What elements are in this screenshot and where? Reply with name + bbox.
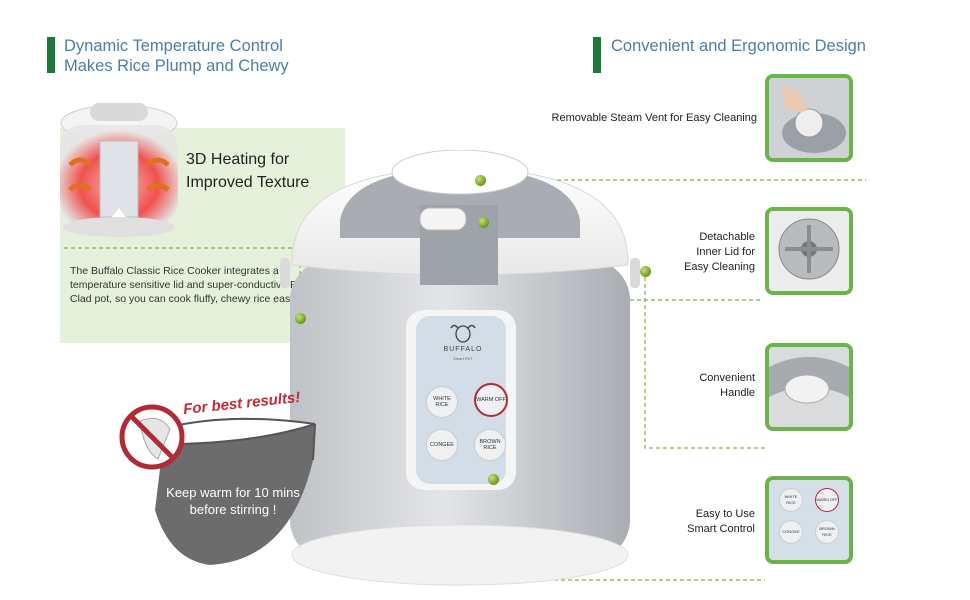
no-stir-icon [119, 404, 185, 470]
feature-title-line2: Improved Texture [186, 174, 310, 191]
feature-title-line1: 3D Heating for [186, 151, 290, 168]
buffalo-logo-icon [450, 324, 476, 343]
thumb-brown-rice: BROWN RICE [815, 520, 839, 544]
callout-steam-vent: Removable Steam Vent for Easy Cleaning [520, 111, 757, 126]
panel-brand-sub: Smart RVT [453, 356, 473, 361]
callout-inner-lid-line2: Inner Lid for [696, 246, 755, 258]
tip-line1: Keep warm for 10 mins [166, 485, 300, 500]
rice-cooker-image [280, 150, 640, 586]
brown-rice-button[interactable]: BROWN RICE [474, 429, 506, 461]
inner-pot-image [155, 417, 316, 565]
callout-inner-lid-line1: Detachable [699, 231, 755, 243]
callout-handle: Convenient Handle [660, 371, 755, 401]
feature-description: The Buffalo Classic Rice Cooker integrat… [70, 265, 323, 305]
steam-vent-thumbnail [765, 74, 853, 162]
thumb-congee: CONGEE [779, 520, 803, 544]
warm-off-button[interactable]: WARM OFF [474, 383, 508, 417]
right-heading: Convenient and Ergonomic Design [611, 37, 866, 55]
callout-steam-vent-line1: Removable Steam Vent for Easy Cleaning [551, 112, 757, 124]
left-heading-line2: Makes Rice Plump and Chewy [64, 57, 289, 75]
callout-inner-lid: Detachable Inner Lid for Easy Cleaning [660, 230, 755, 275]
feature-title: 3D Heating for Improved Texture [186, 148, 309, 194]
handle-thumbnail [765, 343, 853, 431]
callout-inner-lid-line3: Easy Cleaning [684, 261, 755, 273]
inner-lid-dot [478, 217, 489, 228]
thumb-white-rice: WHITE RICE [779, 488, 803, 512]
inner-lid-thumbnail [765, 207, 853, 295]
control-dot [488, 474, 499, 485]
callout-handle-line2: Handle [720, 387, 755, 399]
handle-dot [640, 266, 651, 277]
left-heading-line1: Dynamic Temperature Control [64, 37, 283, 55]
callout-smart-control-line2: Smart Control [687, 523, 755, 535]
white-rice-button[interactable]: WHITE RICE [426, 386, 458, 418]
tip-text: Keep warm for 10 mins before stirring ! [148, 484, 318, 518]
thumb-warm-off: WARM OFF [815, 488, 839, 512]
congee-button[interactable]: CONGEE [426, 429, 458, 461]
tip-line2: before stirring ! [189, 502, 277, 517]
panel-brand: BUFFALO [443, 346, 483, 353]
heating-diagram-image [60, 103, 178, 237]
left-heading: Dynamic Temperature Control Makes Rice P… [64, 36, 289, 76]
heading-bar-left [47, 37, 55, 73]
heading-bar-right [593, 37, 601, 73]
callout-handle-line1: Convenient [699, 372, 755, 384]
steam-vent-dot [475, 175, 486, 186]
callout-smart-control-line1: Easy to Use [695, 508, 755, 520]
heating-dot [295, 313, 306, 324]
smart-control-thumbnail: WHITE RICE WARM OFF CONGEE BROWN RICE [765, 476, 853, 564]
callout-smart-control: Easy to Use Smart Control [660, 507, 755, 537]
